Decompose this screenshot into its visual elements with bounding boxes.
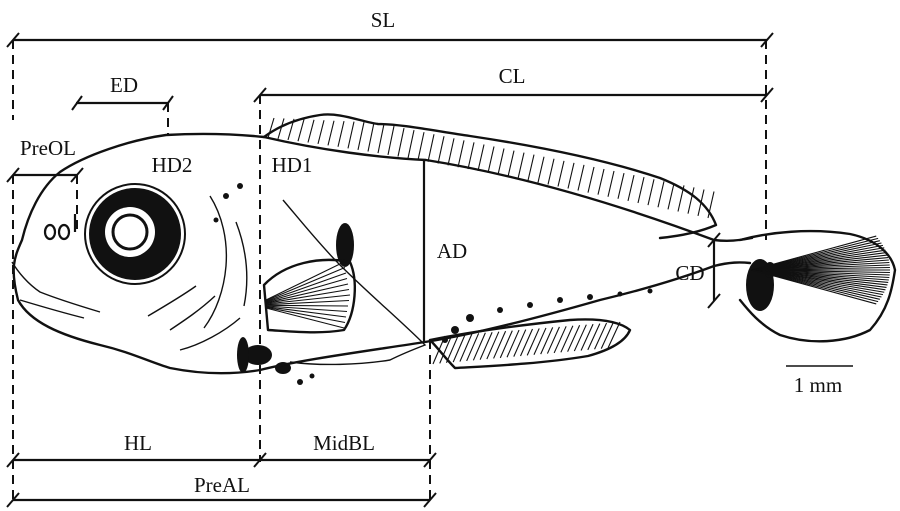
fin-ray <box>500 331 512 358</box>
fin-ray <box>453 334 465 362</box>
fin-ray <box>578 165 584 191</box>
hl-measurement: HL <box>7 431 266 467</box>
fin-ray <box>581 324 593 350</box>
fin-ray <box>608 171 614 197</box>
ed-measurement: ED <box>72 73 173 135</box>
fin-ray <box>574 325 586 351</box>
preol-measurement: PreOL <box>7 136 83 230</box>
scale-bar-label: 1 mm <box>794 373 842 397</box>
ed-label: ED <box>110 73 138 97</box>
fin-ray <box>448 138 454 165</box>
fin-ray <box>518 153 524 179</box>
fin-ray <box>601 323 613 349</box>
fin-ray <box>266 305 348 306</box>
fin-ray <box>428 134 434 162</box>
fin-ray <box>488 147 494 173</box>
pectoral-fin <box>264 260 355 332</box>
cd-measurement: CD <box>675 233 720 308</box>
fin-ray <box>558 161 564 187</box>
ad-measurement: AD <box>424 160 467 342</box>
cl-measurement: CL <box>254 64 773 102</box>
anal-fin-rays <box>433 322 620 364</box>
fin-ray <box>348 122 354 149</box>
fin-ray <box>698 189 704 215</box>
fin-ray <box>534 328 546 355</box>
fin-ray <box>648 179 654 205</box>
fin-ray <box>561 326 573 353</box>
fin-ray <box>658 181 664 207</box>
fish-nostrils <box>45 214 75 239</box>
fin-ray <box>358 122 364 150</box>
ad-label: AD <box>437 239 467 263</box>
fin-ray <box>507 330 519 357</box>
fin-ray <box>528 155 534 181</box>
anal-fin <box>430 319 630 368</box>
fin-ray <box>487 332 499 359</box>
hd2-label: HD2 <box>152 153 193 177</box>
fin-ray <box>268 118 274 138</box>
fin-ray <box>588 324 600 350</box>
sl-measurement: SL <box>7 8 773 47</box>
fin-ray <box>547 327 559 354</box>
fin-ray <box>514 330 526 357</box>
cl-label: CL <box>499 64 526 88</box>
fin-ray <box>508 151 514 177</box>
fin-ray <box>338 121 344 147</box>
hd1-label: HD1 <box>272 153 313 177</box>
midbl-measurement: MidBL <box>260 431 436 467</box>
fin-ray <box>318 120 324 144</box>
preal-measurement: PreAL <box>7 473 436 507</box>
fin-ray <box>418 132 424 160</box>
fin-ray <box>458 140 464 167</box>
fin-ray <box>388 126 394 155</box>
cd-label: CD <box>675 261 704 285</box>
fin-ray <box>521 329 533 356</box>
fish-eye <box>85 184 185 284</box>
midbl-label: MidBL <box>313 431 375 455</box>
fin-ray <box>460 334 472 362</box>
fin-ray <box>541 327 553 354</box>
fin-ray <box>368 123 374 152</box>
fin-ray <box>308 120 314 143</box>
fin-ray <box>378 124 384 153</box>
fin-ray <box>398 128 404 156</box>
fin-ray <box>478 144 484 170</box>
fin-ray <box>494 331 506 358</box>
fin-ray <box>638 177 644 203</box>
fin-ray <box>678 185 684 211</box>
dorsal-fin-rays <box>268 118 714 218</box>
fin-ray <box>266 279 347 303</box>
fin-ray <box>628 175 634 201</box>
preal-label: PreAL <box>194 473 250 497</box>
fin-ray <box>618 173 624 199</box>
fin-ray <box>408 130 414 158</box>
hl-label: HL <box>124 431 152 455</box>
fin-ray <box>467 333 479 361</box>
fin-ray <box>548 159 554 185</box>
scale-bar: 1 mm <box>786 366 853 397</box>
fin-ray <box>588 167 594 193</box>
fin-ray <box>498 149 504 175</box>
fin-ray <box>538 157 544 183</box>
fin-ray <box>473 333 485 361</box>
dorsal-fin <box>264 114 716 238</box>
fin-ray <box>554 326 566 353</box>
preol-label: PreOL <box>20 136 76 160</box>
fin-ray <box>468 142 474 169</box>
fin-ray <box>480 332 492 359</box>
fin-ray <box>298 119 304 141</box>
fin-ray <box>595 323 607 349</box>
fin-ray <box>568 163 574 189</box>
fin-ray <box>527 328 539 355</box>
fin-ray <box>668 183 674 209</box>
sl-label: SL <box>371 8 396 32</box>
fin-ray <box>598 169 604 195</box>
fin-ray <box>438 136 444 163</box>
fin-ray <box>328 121 334 146</box>
fin-ray <box>568 325 580 351</box>
